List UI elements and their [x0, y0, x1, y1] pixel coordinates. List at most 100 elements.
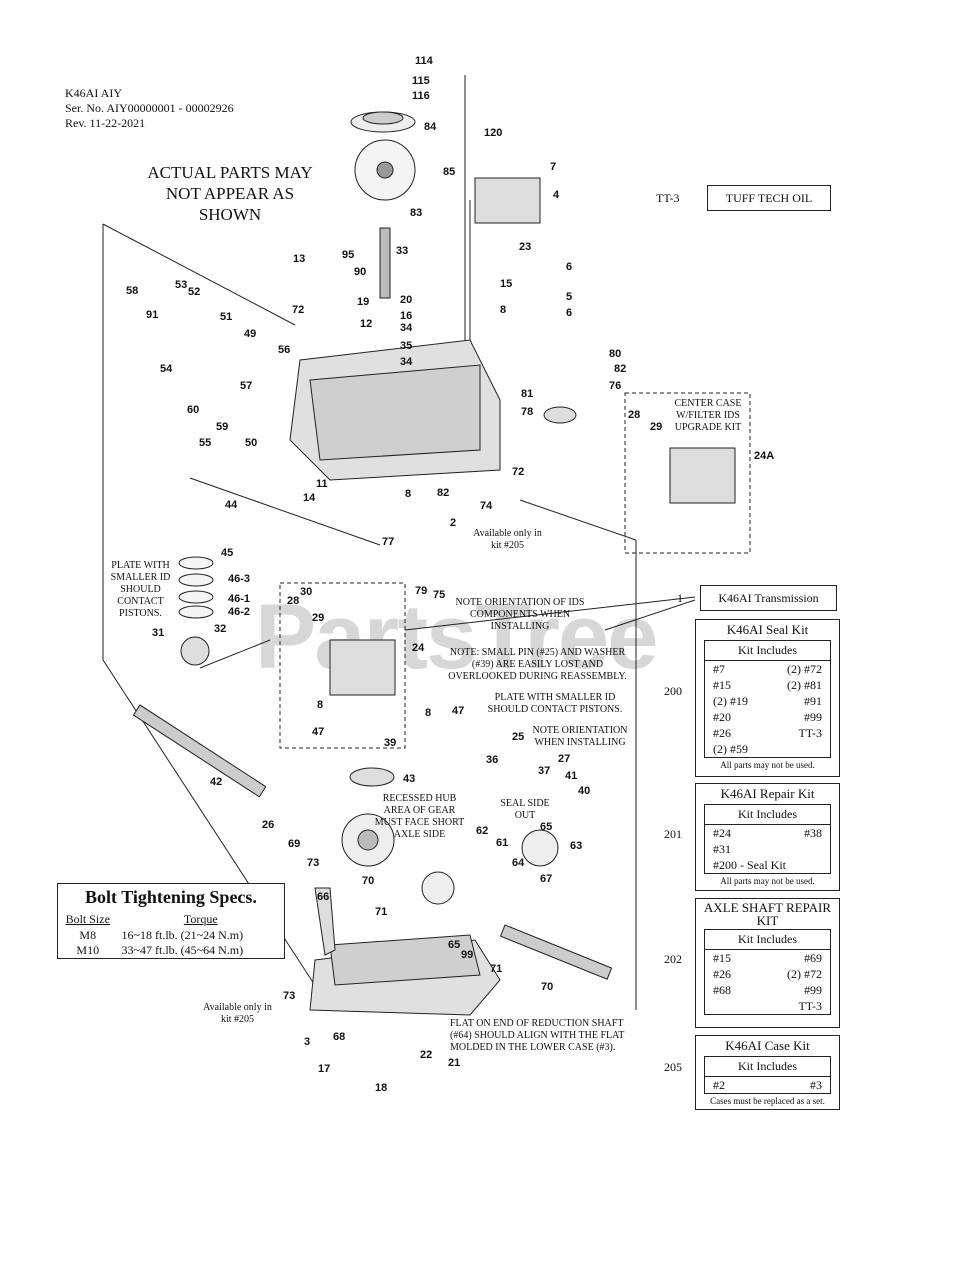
callout-label: 40 [578, 785, 590, 797]
callout-label: 8 [425, 707, 431, 719]
callout-label: 47 [312, 726, 324, 738]
callout-label: 91 [146, 309, 158, 321]
axle-kit-title: AXLE SHAFT REPAIR KIT [703, 900, 832, 928]
callout-label: 50 [245, 437, 257, 449]
callout-label: 59 [216, 421, 228, 433]
callout-label: 26 [262, 819, 274, 831]
callout-label: 46-2 [228, 606, 250, 618]
callout-label: 71 [375, 906, 387, 918]
tuff-tech-oil-label: TUFF TECH OIL [725, 190, 813, 205]
list-item: (2) #19#91 [713, 694, 822, 708]
revision-line: Rev. 11-22-2021 [65, 116, 146, 130]
callout-label: 18 [375, 1082, 387, 1094]
seal-kit-inner: Kit Includes #7(2) #72 #15(2) #81 (2) #1… [704, 640, 831, 758]
callout-label: 46-1 [228, 593, 250, 605]
callout-label: 83 [410, 207, 422, 219]
available-205-top-note: Available only in kit #205 [473, 528, 542, 551]
callout-label: 8 [317, 699, 323, 711]
callout-label: 54 [160, 363, 173, 375]
callout-label: 71 [490, 963, 502, 975]
callout-label: 3 [304, 1036, 310, 1048]
callout-label: 69 [288, 838, 300, 850]
callout-label: 22 [420, 1049, 432, 1061]
repair-kit-header: Kit Includes [705, 805, 830, 825]
serial-line: Ser. No. AIY00000001 - 00002926 [65, 101, 234, 115]
callout-label: 39 [384, 737, 396, 749]
seal-kit-ref: 200 [664, 684, 682, 698]
callout-label: 34 [400, 356, 413, 368]
callout-label: 49 [244, 328, 256, 340]
callout-label: 28 [628, 409, 640, 421]
callout-label: 66 [317, 891, 329, 903]
callout-label: 114 [415, 55, 434, 67]
case-kit-box: K46AI Case Kit Kit Includes #2#3 Cases m… [695, 1035, 840, 1110]
callout-label: 85 [443, 166, 455, 178]
repair-kit-inner: Kit Includes #24#38 #31 #200 - Seal Kit [704, 804, 831, 874]
flat-end-note: FLAT ON END OF REDUCTION SHAFT (#64) SHO… [450, 1018, 625, 1053]
callout-label: 42 [210, 776, 222, 788]
repair-kit-title: K46AI Repair Kit [720, 786, 815, 801]
list-item: #2#3 [713, 1078, 822, 1092]
callout-label: 90 [354, 266, 366, 278]
bolt-size-header: Bolt Size [65, 912, 110, 926]
callout-label: 12 [360, 318, 372, 330]
callout-label: 79 [415, 585, 427, 597]
callout-label: 27 [558, 753, 570, 765]
callout-label: 68 [333, 1031, 345, 1043]
callout-label: 17 [318, 1063, 330, 1075]
repair-kit-ref: 201 [664, 827, 682, 841]
list-item: #15(2) #81 [713, 678, 822, 692]
callout-label: 34 [400, 322, 413, 334]
callout-label: 60 [187, 404, 199, 416]
callout-label: 115 [412, 75, 430, 87]
callout-label: 57 [240, 380, 252, 392]
callout-label: 70 [362, 875, 374, 887]
callout-label: 13 [293, 253, 305, 265]
callout-label: 37 [538, 765, 550, 777]
bolt-specs-title: Bolt Tightening Specs. [85, 887, 257, 907]
callout-label: 82 [437, 487, 449, 499]
callout-label: 74 [480, 500, 493, 512]
plate-smaller-left-note: PLATE WITH SMALLER ID SHOULD CONTACT PIS… [110, 560, 171, 619]
small-pin-note: NOTE: SMALL PIN (#25) AND WASHER (#39) A… [448, 647, 627, 682]
callout-label: 53 [175, 279, 187, 291]
list-item: #7(2) #72 [713, 662, 822, 676]
list-item: #26(2) #72 [713, 967, 822, 981]
axle-kit-box: AXLE SHAFT REPAIR KIT Kit Includes #15#6… [695, 898, 840, 1028]
list-item: TT-3 [798, 999, 822, 1013]
actual-parts-note: ACTUAL PARTS MAY NOT APPEAR AS SHOWN [147, 163, 313, 224]
seal-kit-title: K46AI Seal Kit [726, 622, 809, 637]
callout-label: 8 [405, 488, 411, 500]
callout-label: 21 [448, 1057, 460, 1069]
callout-label: 30 [300, 586, 312, 598]
plate-smaller-right-note: PLATE WITH SMALLER ID SHOULD CONTACT PIS… [487, 692, 623, 715]
list-item: #31 [713, 842, 731, 856]
recessed-hub-note: RECESSED HUB AREA OF GEAR MUST FACE SHOR… [374, 793, 465, 840]
axle-kit-ref: 202 [664, 952, 682, 966]
callout-label: 63 [570, 840, 582, 852]
callout-label: 16 [400, 310, 412, 322]
repair-kit-box: K46AI Repair Kit Kit Includes #24#38 #31… [695, 783, 840, 891]
callout-label: 2 [450, 517, 456, 529]
callout-label: 73 [307, 857, 319, 869]
callout-label: 72 [292, 304, 304, 316]
callout-label: 32 [214, 623, 226, 635]
callout-label: 20 [400, 294, 412, 306]
callout-label: 76 [609, 380, 621, 392]
callout-label: 62 [476, 825, 488, 837]
callout-label: 44 [225, 499, 238, 511]
list-item: #24#38 [713, 826, 822, 840]
transmission-box: K46AI Transmission [700, 585, 837, 611]
torque-header: Torque [183, 912, 218, 926]
callout-label: 7 [550, 161, 556, 173]
seal-kit-box: K46AI Seal Kit Kit Includes #7(2) #72 #1… [695, 619, 840, 777]
ids-orientation-note: NOTE ORIENTATION OF IDS COMPONENTS WHEN … [455, 597, 585, 632]
callout-label: 4 [553, 189, 560, 201]
callout-label: 65 [540, 821, 552, 833]
watermark: PartsTree [255, 586, 658, 688]
callout-label: 6 [566, 307, 572, 319]
tuff-tech-oil-box: TUFF TECH OIL [707, 185, 831, 211]
